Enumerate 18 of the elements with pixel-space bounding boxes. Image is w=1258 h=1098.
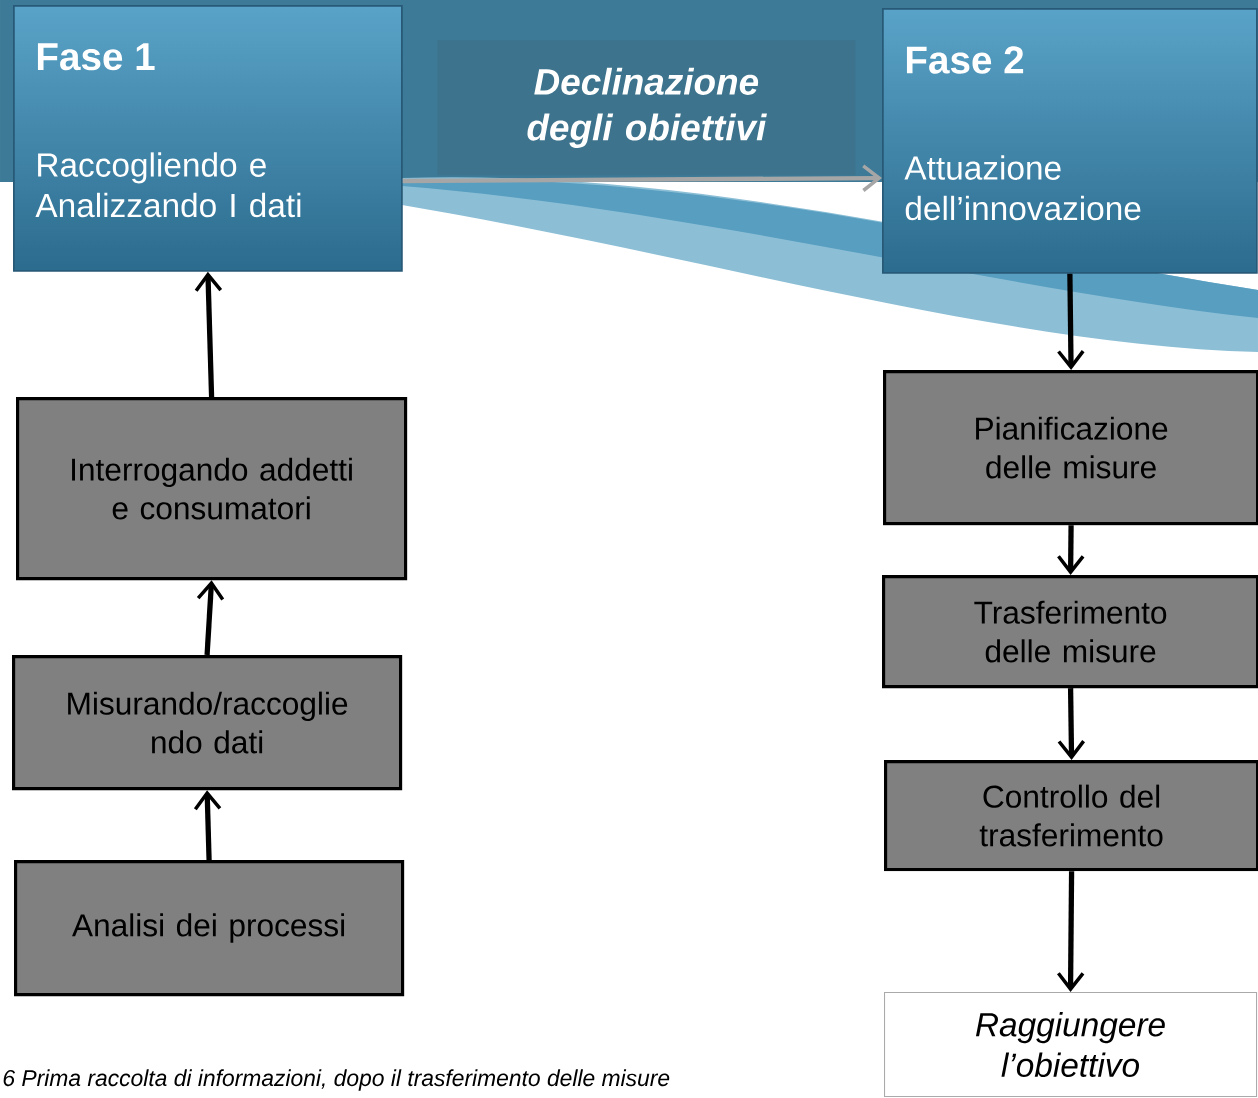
phase-box: Fase 1 Raccogliendo e Analizzando I dati bbox=[13, 5, 403, 272]
arrow bbox=[193, 790, 222, 861]
arrow bbox=[402, 164, 882, 192]
process-box: Pianificazione delle misure bbox=[883, 370, 1258, 526]
arrow bbox=[1057, 688, 1086, 760]
process-box: Trasferimento delle misure bbox=[882, 575, 1258, 689]
phase-box: Fase 2 Attuazione dell’innovazione bbox=[882, 8, 1258, 274]
arrow bbox=[196, 580, 225, 656]
process-box: Controllo del trasferimento bbox=[884, 760, 1258, 872]
process-box: Interrogando addetti e consumatori bbox=[16, 397, 408, 581]
goal-box: Raggiungere l’obiettivo bbox=[884, 992, 1258, 1098]
process-box: Analisi dei processi bbox=[14, 860, 405, 997]
process-box: Misurando/raccoglie ndo dati bbox=[12, 655, 403, 791]
banner-box: Declinazione degli obiettivi bbox=[437, 40, 856, 176]
arrow bbox=[1057, 871, 1085, 992]
arrow bbox=[194, 271, 223, 398]
figure-caption: 6 Prima raccolta di informazioni, dopo il trasferimento delle misure bbox=[3, 1069, 670, 1091]
arrow bbox=[1057, 273, 1085, 370]
